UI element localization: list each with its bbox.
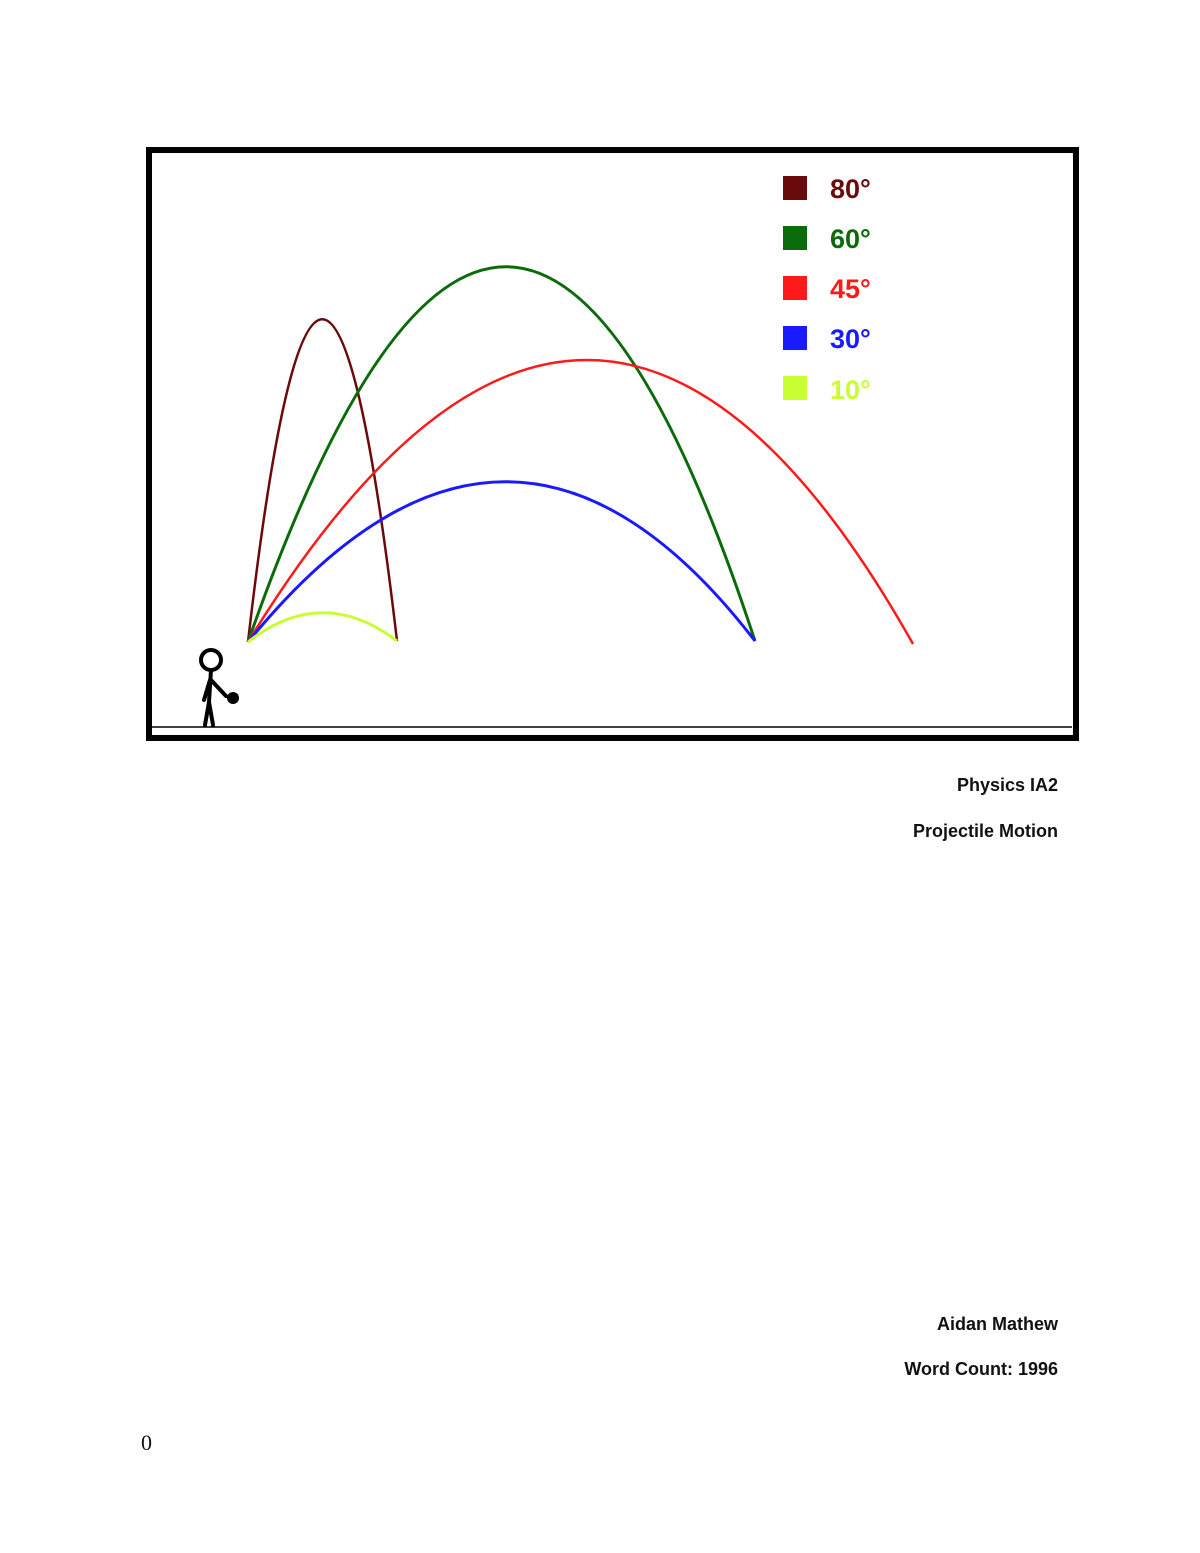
legend-swatch: [783, 176, 807, 200]
legend-label: 30°: [830, 324, 871, 354]
trajectory-80: [246, 318, 399, 643]
legend-label: 80°: [830, 174, 871, 204]
legend-swatch: [783, 226, 807, 250]
legend: 80° 60° 45° 30° 10°: [783, 174, 871, 405]
legend-item-30: 30°: [783, 324, 871, 354]
ball-icon: [227, 692, 239, 704]
stick-figure-icon: [199, 648, 228, 727]
legend-item-80: 80°: [783, 174, 871, 204]
legend-swatch: [783, 276, 807, 300]
trajectory-60: [246, 265, 757, 643]
trajectory-illustration: 80° 60° 45° 30° 10°: [146, 147, 1079, 741]
word-count: Word Count: 1996: [904, 1359, 1058, 1379]
legend-item-45: 45°: [783, 274, 871, 304]
course-title: Physics IA2: [956, 775, 1058, 795]
legend-swatch: [783, 326, 807, 350]
trajectory-45: [246, 358, 915, 645]
legend-label: 10°: [830, 375, 871, 405]
legend-label: 45°: [830, 274, 871, 304]
figure-frame: [146, 147, 1079, 741]
author-name: Aidan Mathew: [936, 1314, 1058, 1334]
legend-label: 60°: [830, 224, 871, 254]
legend-item-60: 60°: [783, 224, 871, 254]
trajectory-10: [247, 611, 398, 644]
legend-swatch: [783, 376, 807, 400]
cover-figure: 80° 60° 45° 30° 10°: [146, 147, 1079, 741]
topic-title: Projectile Motion: [912, 821, 1058, 841]
trajectory-30: [246, 480, 757, 643]
page-number: 0: [141, 1430, 152, 1455]
legend-item-10: 10°: [783, 375, 871, 405]
